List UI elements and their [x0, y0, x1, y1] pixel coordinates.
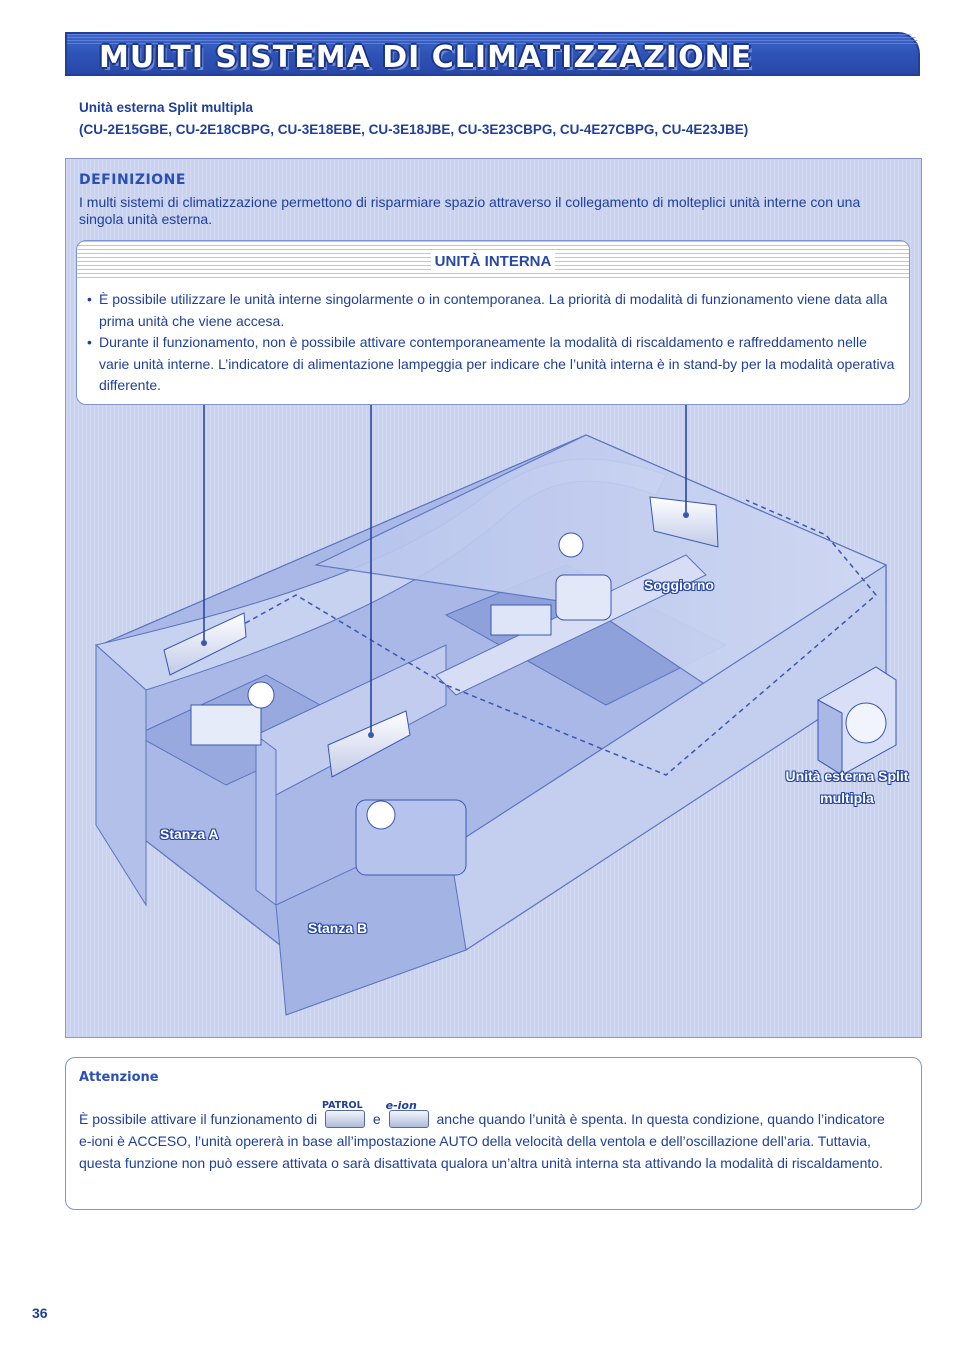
- desk: [190, 704, 262, 746]
- bullet-item: È possibile utilizzare le unità interne …: [87, 289, 897, 332]
- ac-unit-room-b: [327, 710, 411, 778]
- subtitle-line-1: Unità esterna Split multipla: [79, 100, 254, 115]
- indoor-unit-box: UNITÀ INTERNA È possibile utilizzare le …: [76, 240, 910, 405]
- person-studying: [247, 681, 275, 709]
- page-number: 36: [32, 1305, 48, 1321]
- ac-unit-room-a: [163, 612, 247, 676]
- patrol-label: PATROL: [322, 1100, 363, 1111]
- indoor-unit-header: UNITÀ INTERNA: [77, 241, 909, 279]
- coffee-table: [490, 604, 552, 636]
- definition-heading: DEFINIZIONE: [79, 172, 186, 188]
- definition-text: I multi sistemi di climatizzazione perme…: [79, 194, 861, 227]
- label-room-b: Stanza B: [308, 920, 368, 936]
- armchair: [555, 574, 612, 621]
- subtitle-line-2: (CU-2E15GBE, CU-2E18CBPG, CU-3E18EBE, CU…: [79, 122, 749, 137]
- left-wall: [95, 643, 147, 907]
- pipe-line: [205, 499, 878, 776]
- indoor-unit-heading: UNITÀ INTERNA: [430, 253, 556, 270]
- title-banner: MULTI SISTEMA DI CLIMATIZZAZIONE: [65, 32, 920, 76]
- house-diagram: [94, 405, 897, 1016]
- indoor-unit-bullets: È possibile utilizzare le unità interne …: [87, 289, 897, 397]
- room-b-partition: [255, 734, 277, 906]
- person-sleeping: [366, 800, 396, 830]
- eion-button-icon: e-ion: [386, 1099, 429, 1128]
- attention-text-after: anche quando l’unità è spenta. In questa…: [79, 1111, 885, 1171]
- ac-unit-living: [649, 496, 719, 548]
- patrol-button-icon: PATROL: [322, 1100, 366, 1128]
- attention-box: [65, 1057, 922, 1210]
- eion-label: e-ion: [385, 1099, 417, 1112]
- attention-heading: Attenzione: [79, 1070, 159, 1085]
- label-outdoor-line-2: multipla: [820, 790, 874, 806]
- label-outdoor-line-1: Unità esterna Split: [785, 768, 909, 784]
- label-room-a: Stanza A: [160, 826, 219, 842]
- banner-stripe: [67, 34, 918, 44]
- attention-conjunction: e: [372, 1111, 381, 1127]
- bullet-item: Durante il funzionamento, non è possibil…: [87, 332, 897, 397]
- person-reading: [558, 532, 584, 558]
- attention-text-before: È possibile attivare il funzionamento di: [79, 1111, 318, 1127]
- attention-text: È possibile attivare il funzionamento di…: [79, 1099, 889, 1174]
- outdoor-unit: [817, 666, 897, 776]
- page-title: MULTI SISTEMA DI CLIMATIZZAZIONE: [99, 40, 753, 75]
- label-living-room: Soggiorno: [644, 577, 714, 593]
